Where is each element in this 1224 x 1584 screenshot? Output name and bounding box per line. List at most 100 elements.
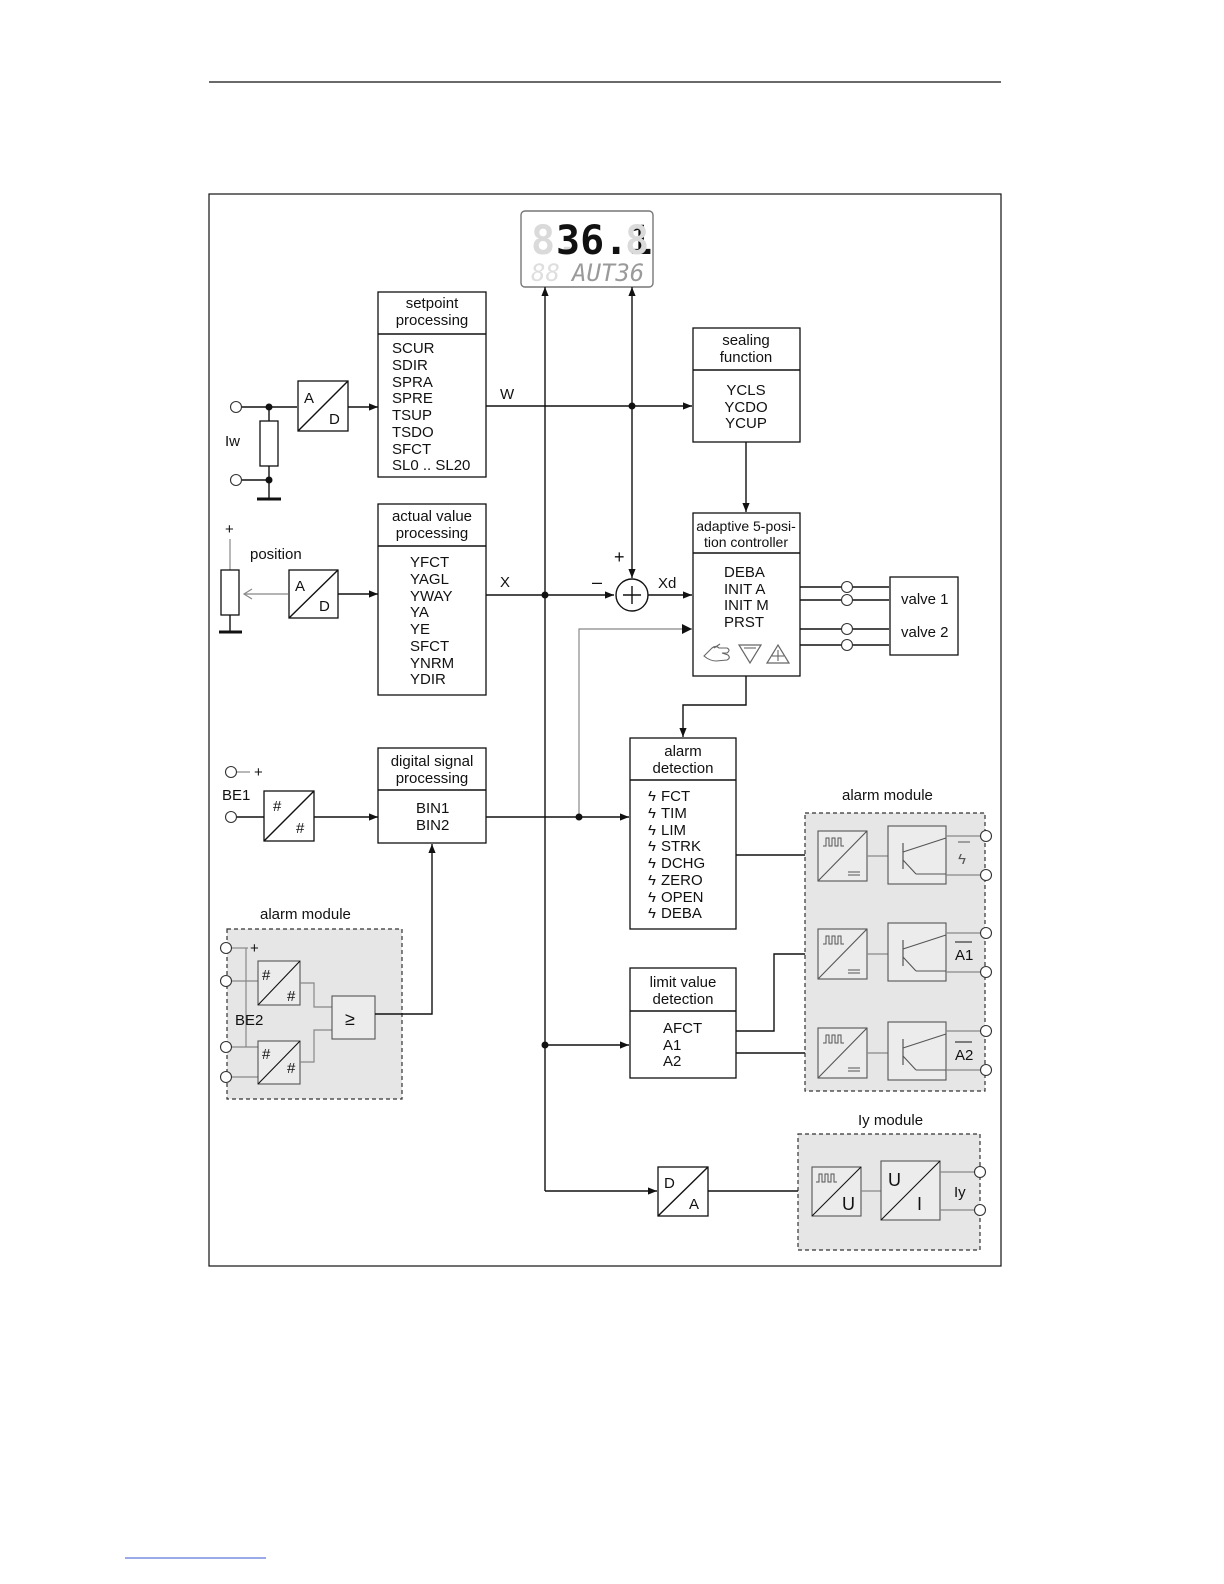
or-gate-symbol: ≥	[345, 1009, 355, 1029]
actual-param: YA	[410, 604, 429, 621]
display-panel: 8. 36.1 8 88 AUT36	[520, 210, 654, 288]
svg-text:ϟ: ϟ	[648, 872, 656, 889]
svg-text:sealing: sealing	[722, 332, 770, 349]
svg-text:alarm: alarm	[664, 743, 702, 760]
svg-text:actual value: actual value	[392, 508, 472, 525]
setpoint-param: TSDO	[392, 424, 434, 441]
svg-text:function: function	[720, 349, 773, 366]
limit-value-detection-block: limit value detection AFCT A1 A2	[629, 967, 737, 1079]
svg-text:YCLS: YCLS	[726, 382, 765, 399]
xd-label: Xd	[658, 575, 676, 592]
iy-module-label: Iy module	[858, 1112, 923, 1129]
svg-text:U: U	[842, 1194, 855, 1214]
position-label: position	[250, 546, 302, 563]
alarm-param: ZERO	[661, 872, 703, 889]
da-converter: D A	[657, 1166, 709, 1217]
summing-junction: + –	[592, 547, 649, 612]
svg-text:#: #	[273, 798, 282, 815]
setpoint-param: SL0 .. SL20	[392, 457, 470, 474]
svg-text:ϟ: ϟ	[648, 822, 656, 839]
down-triangle-icon	[737, 644, 763, 665]
limit-param: AFCT	[663, 1020, 702, 1037]
setpoint-param: SDIR	[392, 357, 428, 374]
setpoint-param: SFCT	[392, 441, 431, 458]
ad-converter-actual: A D	[288, 569, 339, 619]
a2-output-label: A2	[955, 1047, 973, 1064]
svg-text:A: A	[689, 1196, 699, 1213]
svg-text:#: #	[262, 967, 271, 984]
iw-label: Iw	[225, 433, 240, 450]
svg-text:detection: detection	[653, 760, 714, 777]
alarm-param: OPEN	[661, 889, 704, 906]
display-sub-dim: 88	[531, 259, 560, 287]
setpoint-param: SPRE	[392, 390, 433, 407]
svg-text:#: #	[262, 1046, 271, 1063]
alarm-module-left-terminals	[219, 941, 233, 1084]
iy-label: Iy	[954, 1184, 966, 1201]
svg-text:limit value: limit value	[650, 974, 717, 991]
be1-label: BE1	[222, 787, 250, 804]
actual-param: YNRM	[410, 655, 454, 672]
hash-converter-be1: # #	[263, 790, 315, 842]
svg-text:ϟ: ϟ	[648, 788, 656, 805]
sealing-function-block: sealing function YCLS YCDO YCUP	[692, 327, 801, 443]
svg-text:detection: detection	[653, 991, 714, 1008]
alarm-param: DEBA	[661, 905, 702, 922]
display-dim-left: 8.	[531, 218, 579, 264]
iw-input: Iw	[225, 400, 297, 501]
svg-text:YCDO: YCDO	[724, 399, 767, 416]
actual-param: SFCT	[410, 638, 449, 655]
alarm-module-right-label: alarm module	[842, 787, 933, 804]
svg-text:processing: processing	[396, 770, 469, 787]
position-input: + position	[219, 521, 302, 634]
svg-text:#: #	[287, 1060, 296, 1077]
alarm-param: LIM	[661, 822, 686, 839]
svg-text:–: –	[592, 572, 602, 592]
display-main-value: 36.1	[556, 218, 652, 264]
svg-text:setpoint: setpoint	[406, 295, 459, 312]
svg-text:YCUP: YCUP	[725, 415, 767, 432]
svg-text:processing: processing	[396, 525, 469, 542]
be1-input: + BE1	[222, 764, 264, 824]
svg-text:tion controller: tion controller	[704, 534, 788, 550]
setpoint-param: SPRA	[392, 374, 433, 391]
actual-param: YE	[410, 621, 430, 638]
svg-text:I: I	[917, 1194, 922, 1214]
svg-text:+: +	[225, 521, 234, 538]
limit-param: A2	[663, 1053, 681, 1070]
actual-value-processing-block: actual value processing YFCT YAGL YWAY Y…	[377, 503, 487, 696]
valve-2-label: valve 2	[901, 624, 949, 641]
svg-text:D: D	[329, 411, 340, 428]
actual-param: YWAY	[410, 588, 453, 605]
alarm-module-left-label: alarm module	[260, 906, 351, 923]
svg-text:U: U	[888, 1170, 901, 1190]
controller-param: PRST	[724, 614, 764, 631]
fault-output-icon: ϟ	[958, 851, 966, 868]
adaptive-controller-block: adaptive 5-posi- tion controller DEBA IN…	[692, 512, 801, 677]
svg-text:ϟ: ϟ	[648, 905, 656, 922]
controller-param: INIT M	[724, 597, 769, 614]
valve-1-label: valve 1	[901, 591, 949, 608]
svg-text:ϟ: ϟ	[648, 855, 656, 872]
alarm-module-right: ϟ A1 A2	[804, 812, 986, 1092]
digital-signal-processing-block: digital signal processing BIN1 BIN2	[377, 747, 487, 844]
hand-icon	[703, 643, 730, 662]
actual-param: YDIR	[410, 671, 446, 688]
actual-param: YFCT	[410, 554, 449, 571]
svg-text:A: A	[304, 390, 314, 407]
iy-module: U U I Iy	[797, 1133, 981, 1251]
digital-param: BIN2	[416, 817, 449, 834]
up-triangle-icon	[765, 643, 791, 664]
be2-label: BE2	[235, 1012, 263, 1029]
svg-text:A: A	[295, 578, 305, 595]
valve-connections	[800, 580, 889, 652]
setpoint-param: SCUR	[392, 340, 435, 357]
a1-output-label: A1	[955, 947, 973, 964]
svg-text:digital signal: digital signal	[391, 753, 474, 770]
setpoint-processing-block: setpoint processing SCUR SDIR SPRA SPRE …	[377, 291, 487, 478]
svg-text:ϟ: ϟ	[648, 889, 656, 906]
alarm-param: TIM	[661, 805, 687, 822]
controller-param: INIT A	[724, 581, 765, 598]
